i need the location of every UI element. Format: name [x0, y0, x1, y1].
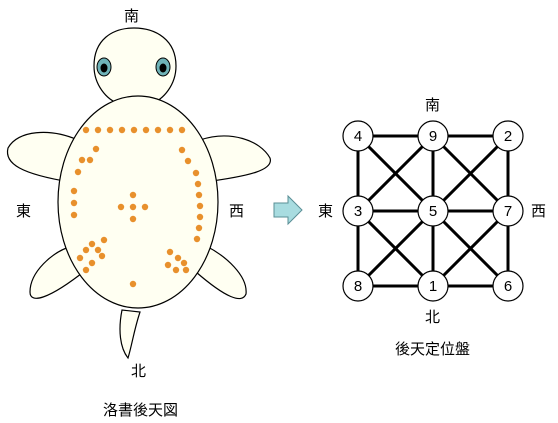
luoshu-dot	[166, 248, 174, 256]
luoshu-dot	[194, 180, 202, 188]
luoshu-dot	[78, 156, 86, 164]
luoshu-dot	[180, 259, 188, 267]
luoshu-dot	[117, 203, 125, 211]
grid-label-east: 東	[318, 202, 333, 220]
turtle-label-east: 東	[16, 202, 31, 220]
luoshu-dot	[195, 191, 203, 199]
luoshu-dot	[70, 187, 78, 195]
node-top-center	[417, 120, 449, 152]
luoshu-dot	[98, 252, 106, 260]
luoshu-dot	[182, 266, 190, 274]
luoshu-dot	[82, 266, 90, 274]
luoshu-dot	[94, 246, 102, 254]
luoshu-dot	[129, 280, 137, 288]
turtle-left-pupil	[100, 63, 108, 73]
luoshu-dot	[195, 224, 203, 232]
cell-number-bottom-left: 8	[354, 278, 362, 295]
luoshu-dot	[106, 126, 114, 134]
turtle-head	[93, 27, 177, 105]
luoshu-dot	[141, 203, 149, 211]
node-center	[417, 195, 449, 227]
luoshu-dot	[166, 126, 174, 134]
cell-number-top-left: 4	[354, 128, 362, 145]
luoshu-dot	[193, 235, 201, 243]
luoshu-dot	[129, 191, 137, 199]
luoshu-dot	[196, 202, 204, 210]
node-mid-right	[492, 195, 524, 227]
grid-label-west: 西	[531, 202, 546, 220]
turtle-shell	[57, 95, 219, 309]
luoshu-dot	[70, 211, 78, 219]
luoshu-dot	[70, 199, 78, 207]
cell-number-mid-left: 3	[354, 203, 362, 220]
luoshu-dot	[174, 254, 182, 262]
luoshu-dot	[94, 126, 102, 134]
luoshu-dot	[82, 126, 90, 134]
luoshu-dot	[129, 203, 137, 211]
luoshu-dot	[74, 168, 82, 176]
node-mid-left	[342, 195, 374, 227]
cell-number-top-center: 9	[429, 128, 437, 145]
luoshu-dot	[130, 126, 138, 134]
luoshu-dot	[196, 213, 204, 221]
turtle-right-pupil	[159, 63, 167, 73]
grid-caption: 後天定位盤	[395, 340, 470, 358]
turtle-caption: 洛書後天図	[103, 401, 178, 419]
turtle-front-left-flipper	[6, 131, 79, 183]
cell-number-bottom-center: 1	[429, 278, 437, 295]
luoshu-dot	[154, 126, 162, 134]
turtle-label-west: 西	[229, 202, 244, 220]
luoshu-dot	[178, 126, 186, 134]
cell-number-bottom-right: 6	[504, 278, 512, 295]
turtle-front-right-flipper	[199, 135, 271, 183]
luoshu-dots	[70, 126, 204, 288]
turtle-figure	[6, 27, 271, 360]
luoshu-dot	[76, 254, 84, 262]
luoshu-dot	[88, 259, 96, 267]
turtle-label-north: 北	[131, 362, 146, 380]
grid-label-south: 南	[425, 96, 440, 114]
luoshu-dot	[178, 146, 186, 154]
node-bottom-left	[342, 270, 374, 302]
luoshu-dot	[142, 126, 150, 134]
luoshu-dot	[82, 246, 90, 254]
luoshu-dot	[184, 157, 192, 165]
luoshu-dot	[86, 156, 94, 164]
right-arrow-icon	[273, 194, 303, 226]
luoshu-dot	[129, 215, 137, 223]
turtle-tail	[119, 309, 141, 360]
luoshu-dot	[88, 240, 96, 248]
grid-label-north: 北	[425, 308, 440, 326]
node-top-right	[492, 120, 524, 152]
luoshu-dot	[118, 126, 126, 134]
turtle-back-right-flipper	[195, 245, 247, 300]
turtle-label-south: 南	[124, 7, 139, 25]
luoshu-dot	[192, 169, 200, 177]
grid-nodes	[342, 120, 524, 302]
turtle-eyes	[96, 57, 171, 77]
cell-number-top-right: 2	[504, 128, 512, 145]
luoshu-dot	[92, 145, 100, 153]
cell-number-mid-right: 7	[504, 203, 512, 220]
node-top-left	[342, 120, 374, 152]
luoshu-dot	[164, 261, 172, 269]
luoshu-dot	[172, 266, 180, 274]
cell-number-center: 5	[429, 203, 437, 220]
grid-numbers: 4 9 2 3 5 7 8 1 6	[354, 128, 512, 295]
node-bottom-center	[417, 270, 449, 302]
node-bottom-right	[492, 270, 524, 302]
luoshu-dot	[100, 236, 108, 244]
